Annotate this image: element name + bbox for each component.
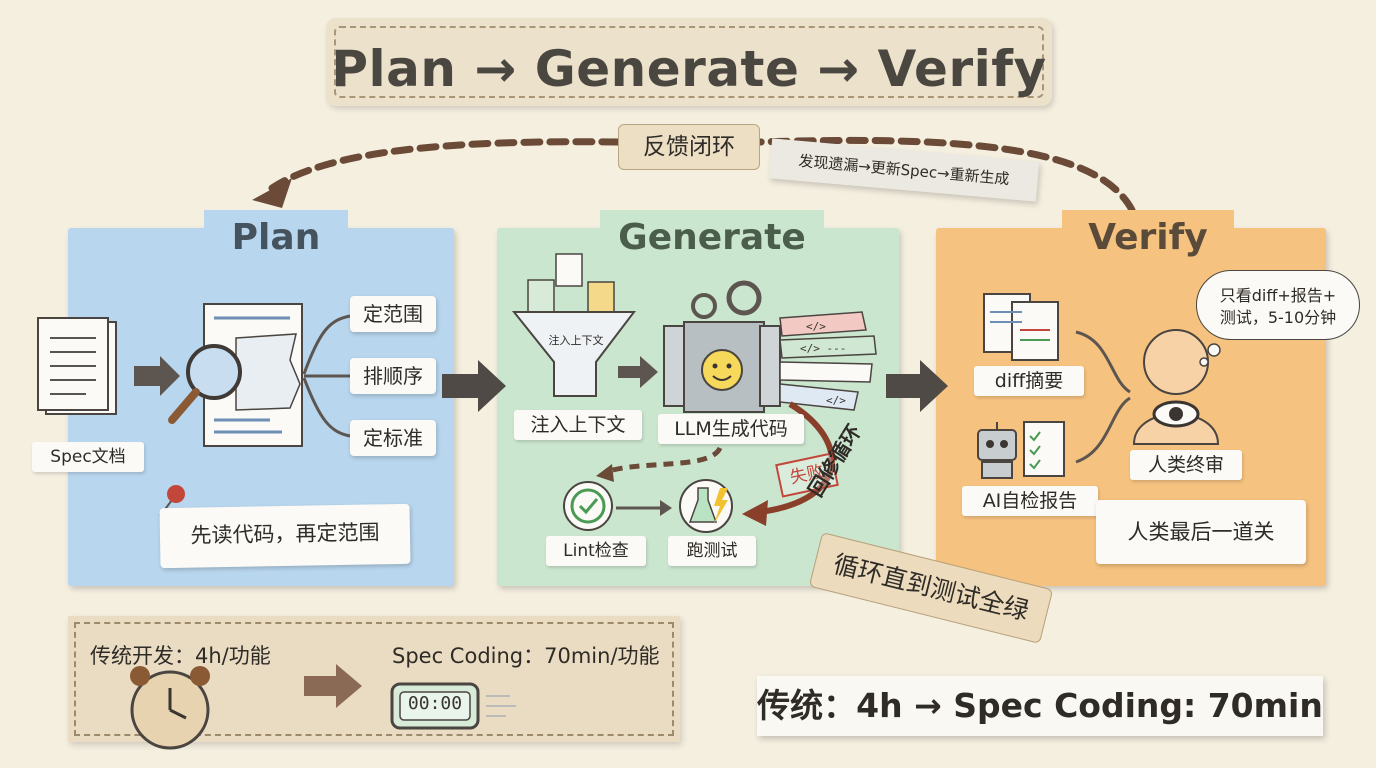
code-review-icon (168, 303, 303, 447)
spec-doc-label: Spec文档 (32, 442, 144, 472)
funnel-icon (511, 253, 637, 397)
svg-text:</> ---: </> --- (800, 342, 846, 355)
title-banner: Plan → Generate → Verify (326, 18, 1052, 106)
run-tests-label: 跑测试 (668, 536, 756, 566)
thought-line-1: 只看diff+报告+ (1219, 286, 1337, 305)
arrow-traditional-to-spec (304, 664, 362, 708)
svg-text:</>: </> (826, 394, 846, 407)
arrow-doc-to-review (134, 356, 180, 396)
repair-loop-arrow (759, 401, 835, 515)
generate-heading: Generate (600, 210, 824, 266)
llm-generate-label: LLM生成代码 (658, 414, 804, 444)
plan-branch-arrows (302, 314, 351, 438)
ai-report-label: AI自检报告 (962, 486, 1098, 516)
code-strips (779, 311, 877, 411)
funnel-text: 注入上下文 (548, 334, 604, 347)
timer-readout: 00:00 (407, 693, 463, 714)
summary-banner: 传统：4h → Spec Coding: 70min (757, 676, 1323, 736)
lint-check-label: Lint检查 (546, 536, 646, 566)
page-title: Plan → Generate → Verify (331, 40, 1047, 98)
plan-output-criteria: 定标准 (350, 420, 436, 456)
verify-heading: Verify (1062, 210, 1234, 266)
test-flask-icon (679, 479, 733, 533)
diff-docs-icon (983, 293, 1059, 361)
traditional-time-label: 传统开发：4h/功能 (90, 644, 271, 668)
arrow-generate-to-verify (886, 360, 948, 412)
feedback-arrowhead (252, 178, 292, 208)
plan-output-order: 排顺序 (350, 358, 436, 394)
llm-machine-icon (663, 280, 781, 413)
human-reviewer-icon (1132, 329, 1220, 445)
spec-doc-icon (37, 317, 117, 415)
thought-line-2: 测试，5-10分钟 (1219, 308, 1337, 327)
plan-heading: Plan (204, 210, 348, 266)
plan-note: 先读代码，再定范围 (159, 503, 411, 569)
feedback-arc (268, 136, 1136, 214)
svg-text:</>: </> (806, 320, 826, 333)
alarm-clock-icon (130, 666, 210, 750)
feedback-loop-tag: 反馈闭环 (618, 124, 760, 170)
verify-merge-arrows (1075, 330, 1131, 464)
diff-summary-label: diff摘要 (974, 366, 1084, 396)
digital-timer-icon (390, 682, 516, 730)
llm-to-lint-dashed-arrow (605, 446, 723, 475)
inject-context-label: 注入上下文 (514, 410, 642, 440)
ai-robot-icon (977, 421, 1065, 479)
spec-coding-time-label: Spec Coding：70min/功能 (392, 644, 660, 668)
arrow-plan-to-generate (442, 360, 506, 412)
plan-output-scope: 定范围 (350, 296, 436, 332)
human-review-label: 人类终审 (1130, 450, 1242, 480)
review-thought-bubble: 只看diff+报告+ 测试，5-10分钟 (1196, 270, 1360, 340)
lint-check-icon (563, 481, 613, 531)
arrow-funnel-to-llm (618, 356, 658, 388)
verify-note: 人类最后一道关 (1096, 500, 1306, 564)
